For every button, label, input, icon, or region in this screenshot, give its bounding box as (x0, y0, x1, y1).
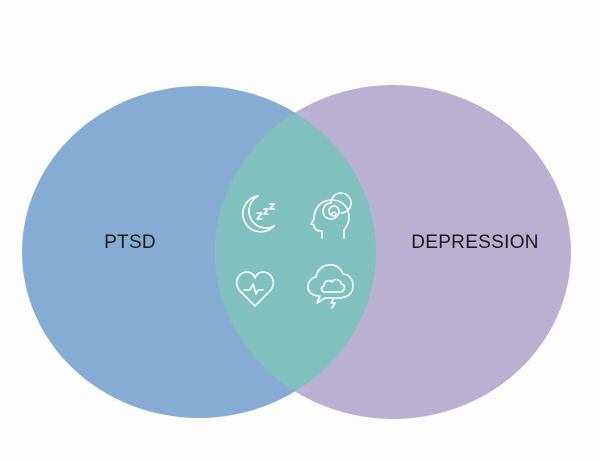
heartbeat-heart-icon (235, 271, 275, 307)
sleep-moon-icon (242, 195, 275, 233)
spiral-head-icon (310, 192, 352, 239)
storm-cloud-icon (307, 264, 354, 309)
depression-label: DEPRESSION (411, 232, 539, 253)
overlap-region (215, 86, 376, 418)
ptsd-label: PTSD (104, 232, 156, 253)
